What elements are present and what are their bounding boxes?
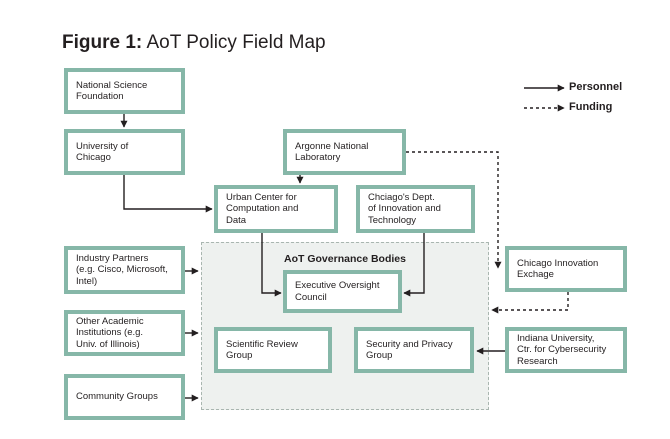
figure-title: Figure 1: AoT Policy Field Map [62, 32, 326, 54]
node-exec-council: Executive Oversight Council [283, 270, 402, 313]
edge-urban-exec [261, 233, 282, 297]
node-industry: Industry Partners (e.g. Cisco, Microsoft… [64, 246, 185, 294]
node-uchicago: University of Chicago [64, 129, 185, 175]
governance-title: AoT Governance Bodies [284, 253, 406, 265]
figure-title-label: Figure 1: [62, 32, 143, 53]
node-academic: Other Academic Institutions (e.g. Univ. … [64, 310, 185, 356]
node-doit: Chciago's Dept. of Innovation and Techno… [356, 185, 475, 233]
edge-doit-exec [403, 233, 425, 297]
edge-cie-gov-funding [491, 292, 569, 314]
node-security: Security and Privacy Group [354, 327, 474, 373]
figure-title-text: AoT Policy Field Map [142, 32, 326, 53]
legend-funding-label: Funding [569, 101, 613, 113]
edge-argonne-gov-funding [406, 151, 502, 269]
legend-personnel-label: Personnel [569, 81, 623, 93]
node-nsf: National Science Foundation [64, 68, 185, 114]
edge-uchicago-urban [123, 175, 213, 213]
node-cie: Chicago Innovation Exchage [505, 246, 627, 292]
node-community: Community Groups [64, 374, 185, 420]
node-indiana: Indiana University, Ctr. for Cybersecuri… [505, 327, 627, 373]
node-urban-center: Urban Center for Computation and Data [214, 185, 338, 233]
node-argonne: Argonne National Laboratory [283, 129, 406, 175]
node-sci-review: Scientific Review Group [214, 327, 332, 373]
